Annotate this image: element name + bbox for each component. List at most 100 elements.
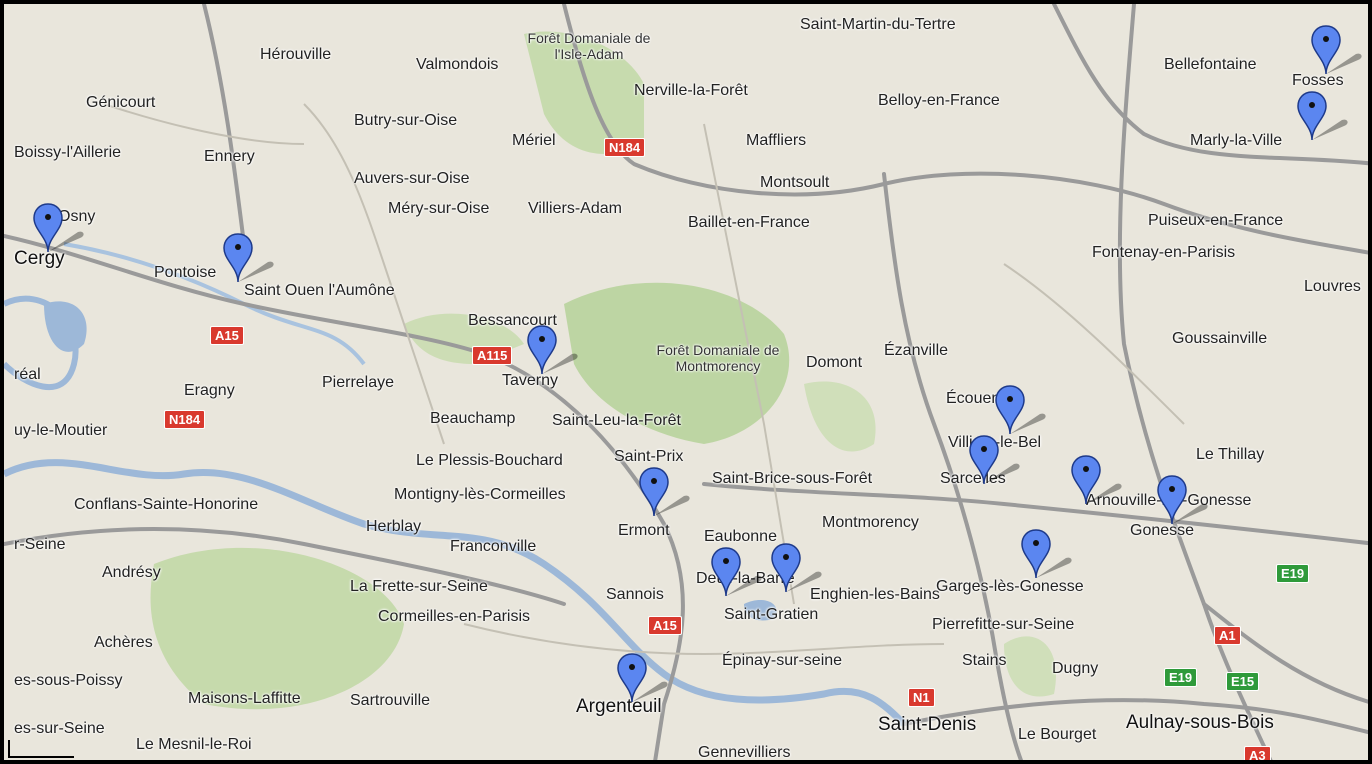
place-label: Bessancourt xyxy=(468,312,557,329)
place-label: Le Bourget xyxy=(1018,726,1097,743)
place-label: Fosses xyxy=(1292,72,1344,89)
road-shield: A1 xyxy=(1214,626,1241,645)
place-label: Louvres xyxy=(1304,278,1361,295)
place-label: Gennevilliers xyxy=(698,744,791,761)
map-base-layer xyxy=(4,4,1368,760)
place-label: Montmorency xyxy=(822,514,919,531)
place-label: Saint Ouen l'Aumône xyxy=(244,282,395,299)
map-pin-icon[interactable] xyxy=(994,384,1046,440)
place-label: Génicourt xyxy=(86,94,156,111)
road xyxy=(882,172,1024,760)
road-shield: E15 xyxy=(1226,672,1260,691)
place-label: Eragny xyxy=(184,382,235,399)
river xyxy=(63,242,366,366)
road-shield: N184 xyxy=(164,410,206,429)
place-label: Domont xyxy=(806,354,863,371)
place-label: Saint-Brice-sous-Forêt xyxy=(712,470,873,487)
place-label: Mériel xyxy=(512,132,556,149)
place-label: Gonesse xyxy=(1130,522,1195,539)
place-label: Ermont xyxy=(618,522,670,539)
road xyxy=(702,482,1368,546)
place-label: Marly-la-Ville xyxy=(1190,132,1283,149)
road-shield: A3 xyxy=(1244,746,1271,760)
map-pin-icon[interactable] xyxy=(638,466,690,522)
minor-road xyxy=(1003,263,1185,425)
map-pin-icon[interactable] xyxy=(526,324,578,380)
place-label: Garges-lès-Gonesse xyxy=(936,578,1084,595)
road xyxy=(902,698,1368,735)
place-label: Taverny xyxy=(502,372,559,389)
place-label: Saint-Martin-du-Tertre xyxy=(800,16,956,33)
map-pin-icon[interactable] xyxy=(710,546,762,602)
forest-area xyxy=(1004,636,1056,697)
place-label: Enghien-les-Bains xyxy=(810,586,940,603)
place-label: Herblay xyxy=(366,518,422,535)
road-shield: A115 xyxy=(472,346,513,365)
map-pin-icon[interactable] xyxy=(1310,24,1362,80)
place-label: Forêt Domaniale de l'Isle-Adam xyxy=(527,30,651,62)
road-shield: N1 xyxy=(908,688,935,707)
river xyxy=(4,459,907,727)
place-label: Cormeilles-en-Parisis xyxy=(378,608,531,625)
place-label: Pierrelaye xyxy=(322,374,395,391)
minor-road xyxy=(103,103,305,145)
place-label: Andrésy xyxy=(102,564,161,581)
place-label: Hérouville xyxy=(260,46,332,63)
lake xyxy=(744,599,777,621)
place-label: Ennery xyxy=(204,148,255,165)
scale-bar xyxy=(8,740,74,758)
road xyxy=(1052,4,1368,166)
place-label: Forêt Domaniale de Montmorency xyxy=(656,342,780,374)
map-pin-icon[interactable] xyxy=(1296,90,1348,146)
road-shield: A15 xyxy=(210,326,244,345)
map-pin-icon[interactable] xyxy=(1156,474,1208,530)
river xyxy=(4,295,79,390)
map-pin-icon[interactable] xyxy=(1020,528,1072,584)
place-label: Sartrouville xyxy=(350,692,431,709)
place-label: Eaubonne xyxy=(704,528,777,545)
place-label: Ézanville xyxy=(884,342,949,359)
road xyxy=(1202,602,1368,704)
place-label: Achères xyxy=(94,634,153,651)
forest-area xyxy=(804,381,876,452)
map-pin-icon[interactable] xyxy=(968,434,1020,490)
place-label: Butry-sur-Oise xyxy=(354,112,458,129)
place-label: Maffliers xyxy=(746,132,807,149)
place-label: Sarcelles xyxy=(940,470,1006,487)
forest-area xyxy=(150,547,404,710)
place-label: Saint-Prix xyxy=(614,448,684,465)
place-label: Épinay-sur-seine xyxy=(722,652,843,669)
lake xyxy=(44,301,87,352)
map-pin-icon[interactable] xyxy=(770,542,822,598)
place-label: Puiseux-en-France xyxy=(1148,212,1284,229)
forest-area xyxy=(524,31,644,154)
road-shield: E19 xyxy=(1276,564,1310,583)
map-pin-icon[interactable] xyxy=(32,202,84,258)
minor-road xyxy=(303,103,445,445)
place-label: Conflans-Sainte-Honorine xyxy=(74,496,259,513)
place-label: Villiers-Adam xyxy=(528,200,622,217)
forest-area xyxy=(564,282,790,444)
place-label: Belloy-en-France xyxy=(878,92,1000,109)
place-label: Sannois xyxy=(606,586,664,603)
place-label: Méry-sur-Oise xyxy=(388,200,490,217)
place-label: Le Mesnil-le-Roi xyxy=(136,736,252,753)
map-pin-icon[interactable] xyxy=(222,232,274,288)
place-label: Le Thillay xyxy=(1196,446,1265,463)
place-label: Nerville-la-Forêt xyxy=(634,82,748,99)
place-label: Dugny xyxy=(1052,660,1099,677)
place-label: es-sous-Poissy xyxy=(14,672,123,689)
place-label: r-Seine xyxy=(14,536,66,553)
place-label: Boissy-l'Aillerie xyxy=(14,144,122,161)
place-label: Montsoult xyxy=(760,174,830,191)
place-label: Goussainville xyxy=(1172,330,1268,347)
place-label: Le Plessis-Bouchard xyxy=(416,452,563,469)
place-label: Saint-Denis xyxy=(878,714,977,735)
place-label: Aulnay-sous-Bois xyxy=(1126,712,1274,733)
map-pin-icon[interactable] xyxy=(1070,454,1122,510)
place-label: Montigny-lès-Cormeilles xyxy=(394,486,566,503)
place-label: La Frette-sur-Seine xyxy=(350,578,488,595)
map-pin-icon[interactable] xyxy=(616,652,668,708)
place-label: Osny xyxy=(58,208,96,225)
